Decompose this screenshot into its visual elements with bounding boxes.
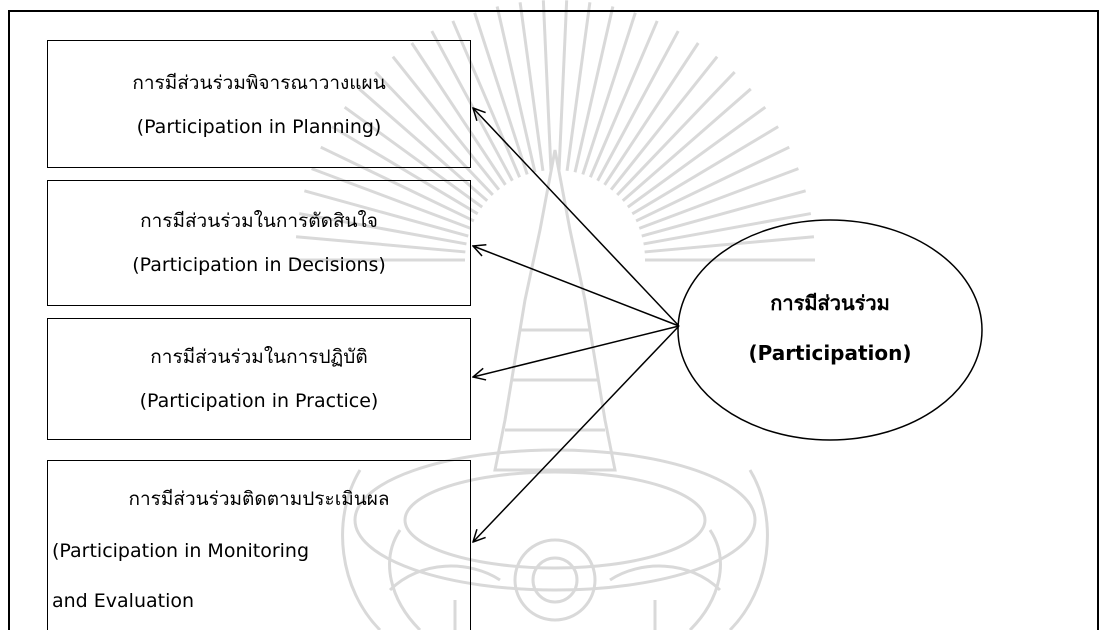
watermark-ray [451,20,522,178]
watermark-ray [331,125,479,216]
box-planning: การมีส่วนร่วมพิจารณาวางแผน (Participatio… [47,40,471,168]
watermark-ray [643,212,812,246]
watermark-ray [391,55,501,191]
watermark-ray [311,167,472,230]
arrow-to-planning [473,108,680,327]
watermark-ray [495,6,537,173]
watermark-ray [295,235,466,254]
watermark-ray [473,12,529,175]
box-practice-english: (Participation in Practice) [139,390,379,412]
watermark-ray [430,30,514,182]
box-monitoring-english-line1: (Participation in Monitoring [52,540,310,562]
participation-label-english: (Participation) [748,341,912,365]
box-planning-english: (Participation in Planning) [136,116,382,138]
watermark-ray [641,189,807,238]
box-decisions-english: (Participation in Decisions) [132,254,386,276]
watermark-ray [626,105,767,209]
watermark-ray [573,6,615,173]
watermark-ray [616,71,736,196]
watermark-ray [343,105,484,209]
box-monitoring-thai: การมีส่วนร่วมติดตามประเมินผล [128,488,390,510]
box-monitoring: การมีส่วนร่วมติดตามประเมินผล (Participat… [47,460,471,630]
arrow-to-monitoring [473,325,680,542]
box-practice: การมีส่วนร่วมในการปฏิบัติ (Participation… [47,318,471,440]
box-decisions-thai: การมีส่วนร่วมในการตัดสินใจ [140,210,378,232]
box-decisions: การมีส่วนร่วมในการตัดสินใจ (Participatio… [47,180,471,306]
watermark-ray [557,0,569,171]
frame-right-border [1097,10,1099,630]
watermark-ray [410,42,507,186]
watermark-ray [518,2,545,172]
watermark-ray [596,30,680,182]
watermark-ray [581,12,637,175]
arrow-to-practice [473,325,680,377]
watermark-ray [603,42,700,186]
watermark-ray [298,212,467,246]
participation-ellipse [677,219,983,441]
watermark-ray [358,87,489,202]
watermark-ray [320,145,475,223]
watermark-ray [541,0,553,171]
watermark-ray [565,2,592,172]
watermark-ray [635,145,790,223]
watermark-ray [644,235,815,254]
watermark-ray [374,71,494,196]
frame-left-border [8,10,10,630]
watermark-ray [609,55,719,191]
participation-label-thai: การมีส่วนร่วม [770,291,890,315]
box-planning-thai: การมีส่วนร่วมพิจารณาวางแผน [132,72,386,94]
arrow-to-decisions [473,246,680,327]
box-practice-thai: การมีส่วนร่วมในการปฏิบัติ [150,346,368,368]
watermark-ray [631,125,779,216]
frame-top-border [8,10,1098,12]
watermark-ray [588,20,659,178]
box-monitoring-english-line2: and Evaluation [52,590,195,612]
watermark-ray [303,189,469,238]
watermark-ray [638,167,799,230]
watermark-ray [621,87,752,202]
